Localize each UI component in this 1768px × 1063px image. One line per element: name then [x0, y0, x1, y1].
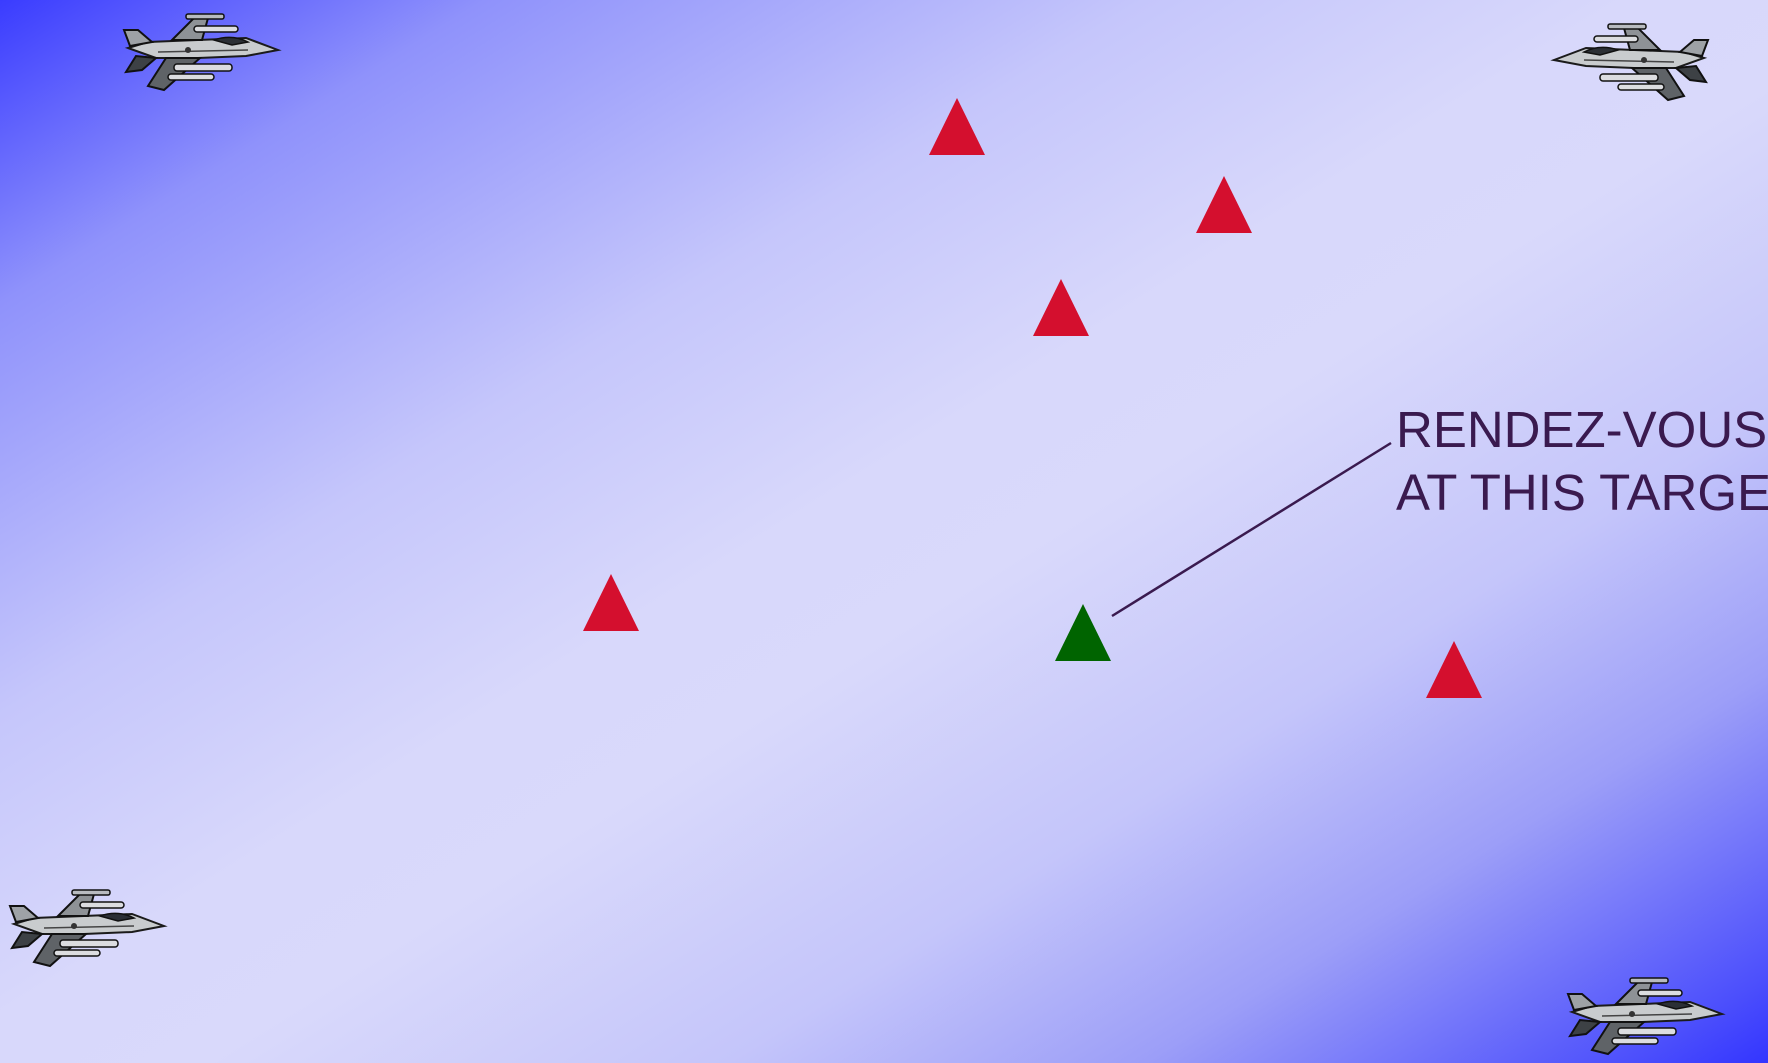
red-triangle-icon — [1196, 176, 1252, 233]
red-triangle-icon — [1033, 279, 1089, 336]
red-triangle-icon — [583, 574, 639, 631]
fighter-jet-icon — [1567, 977, 1723, 1055]
fighter-jet-icon — [1553, 23, 1709, 101]
green-triangle-icon — [1055, 604, 1111, 661]
fighter-jet-icon — [9, 889, 165, 967]
callout-leader-line — [1111, 441, 1392, 618]
callout-line-2: AT THIS TARGET — [1396, 464, 1768, 521]
rendezvous-callout: RENDEZ-VOUS AT THIS TARGET — [1396, 398, 1768, 524]
red-triangle-icon — [1426, 641, 1482, 698]
red-triangle-icon — [929, 98, 985, 155]
fighter-jet-icon — [123, 13, 279, 91]
callout-line-1: RENDEZ-VOUS — [1396, 401, 1768, 458]
